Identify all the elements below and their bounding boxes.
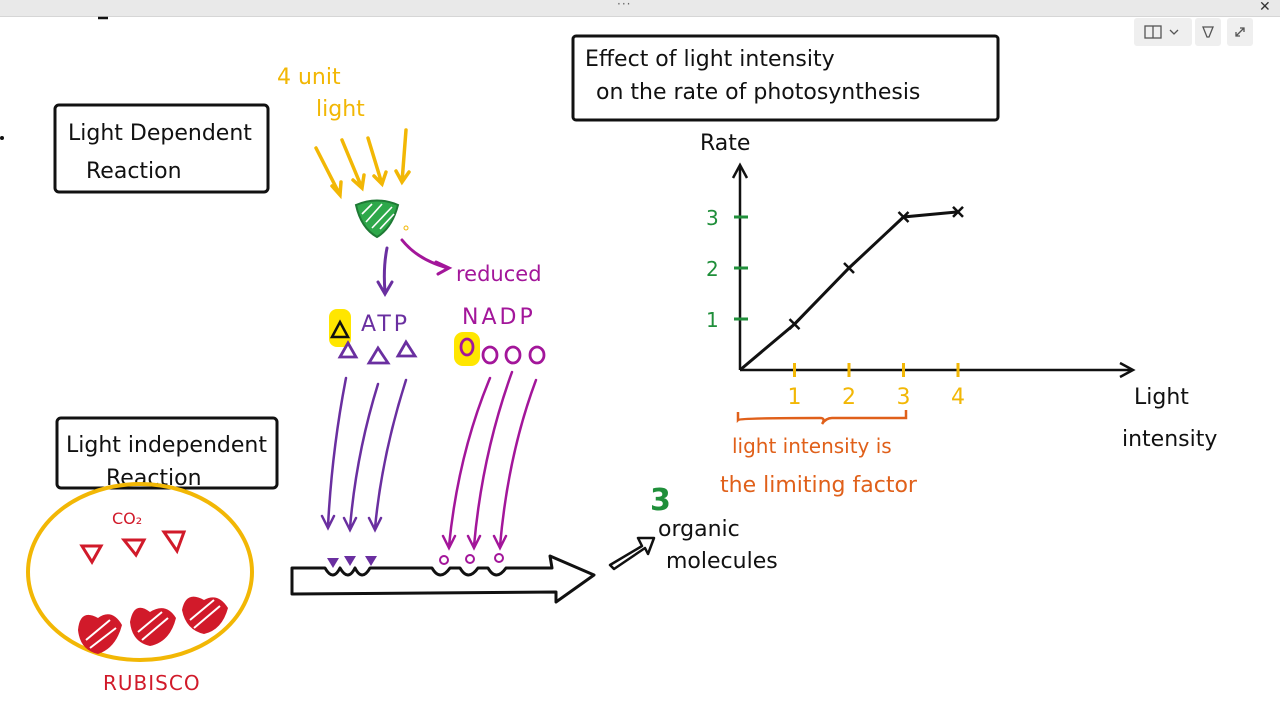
atp-label: ATP bbox=[361, 312, 410, 337]
drag-handle-icon[interactable]: ··· bbox=[617, 0, 632, 11]
data-point bbox=[788, 318, 801, 330]
atp-arrow bbox=[376, 246, 394, 297]
book-layout-icon bbox=[1144, 25, 1179, 39]
rate-graph: Rate Light intensity 1 2 3 4 1 2 3 bbox=[700, 131, 1217, 452]
co2-label: CO₂ bbox=[112, 509, 142, 528]
graph-title-box bbox=[571, 34, 1000, 122]
data-point bbox=[897, 211, 910, 223]
layout-button[interactable] bbox=[1134, 18, 1192, 46]
nadp-transfer-arrows bbox=[441, 370, 538, 551]
y-tick-label: 3 bbox=[706, 206, 719, 230]
atp-transfer-arrows bbox=[320, 376, 408, 533]
product-label-organic: organic bbox=[658, 517, 740, 542]
x-tick-label: 1 bbox=[788, 385, 802, 410]
light-word-label: light bbox=[316, 97, 365, 122]
y-tick-label: 2 bbox=[706, 257, 719, 281]
data-point bbox=[843, 262, 855, 274]
light-dependent-label: Light Dependent bbox=[68, 121, 252, 146]
graph-title-line2: on the rate of photosynthesis bbox=[596, 80, 920, 105]
rubisco-enzymes bbox=[78, 596, 228, 654]
pen-icon bbox=[1202, 26, 1214, 38]
nadp-highlight bbox=[454, 332, 480, 366]
co2-triangles bbox=[79, 530, 187, 565]
light-independent-label: Light independent bbox=[66, 433, 267, 458]
x-axis-arrowhead bbox=[1119, 361, 1136, 379]
light-amount-label: 4 unit bbox=[277, 65, 341, 90]
chlorophyll-icon bbox=[354, 199, 400, 239]
light-dependent-box bbox=[53, 103, 270, 194]
x-axis-label-line2: intensity bbox=[1122, 427, 1217, 452]
nadp-label: NADP bbox=[462, 305, 536, 330]
y-axis-label: Rate bbox=[700, 131, 750, 156]
nadp-circles bbox=[459, 337, 546, 365]
rubisco-label: RUBISCO bbox=[103, 671, 201, 695]
process-arrow bbox=[290, 553, 596, 604]
x-axis-label-line1: Light bbox=[1134, 385, 1189, 410]
graph-title-line1: Effect of light intensity bbox=[585, 47, 835, 72]
close-button[interactable]: ✕ bbox=[1259, 0, 1271, 15]
expand-button[interactable] bbox=[1227, 18, 1253, 46]
x-tick-label: 4 bbox=[951, 385, 965, 410]
x-tick-label: 2 bbox=[842, 385, 856, 410]
x-tick-label: 3 bbox=[897, 385, 911, 410]
y-tick-label: 1 bbox=[706, 308, 719, 332]
data-point bbox=[952, 206, 964, 218]
y-axis-arrowhead bbox=[731, 162, 749, 179]
small-dot bbox=[403, 225, 409, 231]
output-arrow bbox=[608, 536, 656, 571]
limiting-brace bbox=[736, 410, 908, 425]
atp-triangles bbox=[337, 339, 418, 365]
reduced-label: reduced bbox=[456, 262, 542, 286]
light-dependent-reaction-label: Reaction bbox=[86, 159, 182, 184]
stray-dot bbox=[0, 136, 4, 140]
reduced-arrow bbox=[400, 238, 453, 276]
product-count: 3 bbox=[650, 483, 671, 518]
light-rays bbox=[314, 128, 411, 200]
limiting-label-line1: light intensity is bbox=[732, 434, 892, 458]
atp-triangle-used bbox=[329, 319, 351, 339]
product-label-molecules: molecules bbox=[666, 549, 778, 574]
expand-icon bbox=[1235, 27, 1245, 37]
limiting-label-line2: the limiting factor bbox=[720, 473, 918, 498]
pen-button[interactable] bbox=[1195, 18, 1221, 46]
stroma-circle bbox=[26, 482, 254, 662]
window-titlebar[interactable]: ··· ✕ bbox=[0, 0, 1280, 17]
series-line bbox=[739, 210, 959, 372]
